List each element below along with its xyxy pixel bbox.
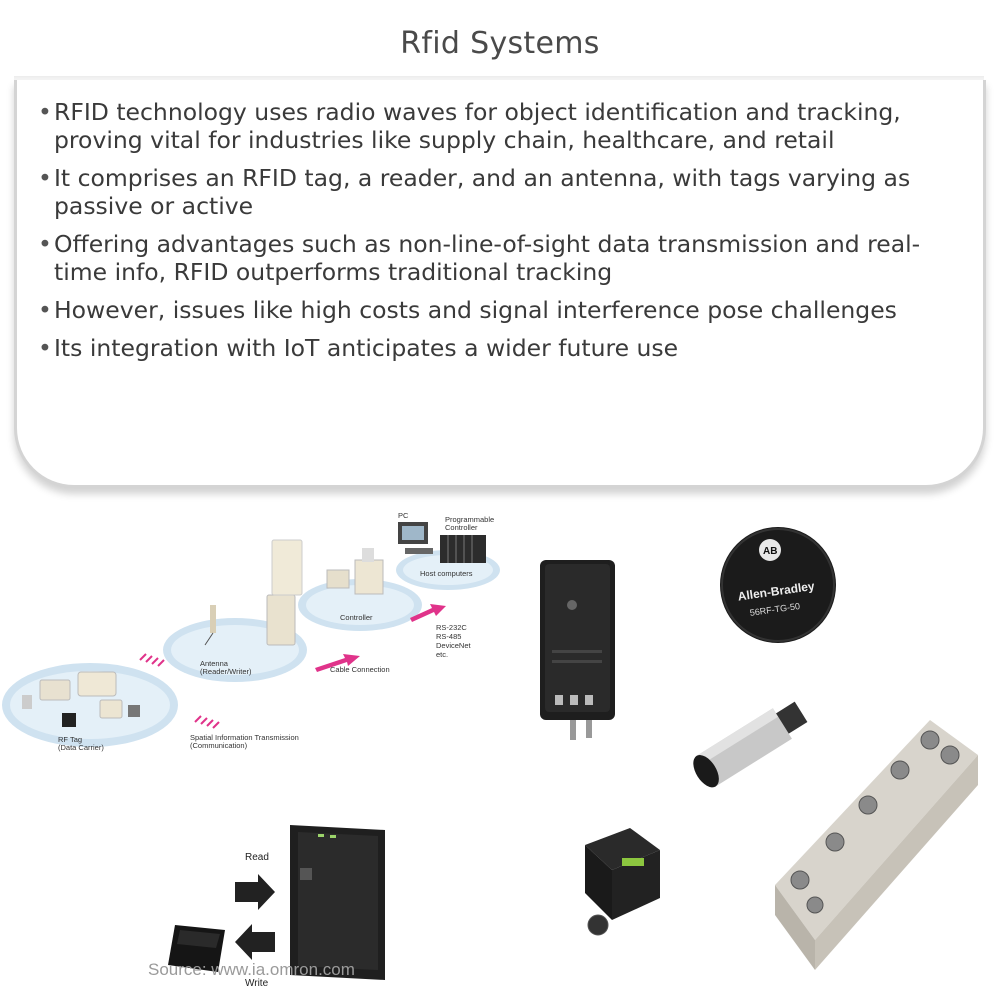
- status-led: [330, 835, 336, 838]
- label-etc: etc.: [436, 650, 448, 659]
- reader-logo-icon: [567, 600, 577, 610]
- ab-logo-text: AB: [763, 546, 777, 557]
- bullet-list: RFID technology uses radio waves for obj…: [38, 98, 958, 372]
- label-antenna: Antenna: [200, 659, 229, 668]
- rfid-products-image: PC Programmable Controller Host computer…: [2, 511, 978, 989]
- plc-rack: [440, 535, 486, 563]
- controller-top: [362, 548, 374, 562]
- rf-tag-small: [22, 695, 32, 709]
- bullet-item: However, issues like high costs and sign…: [38, 296, 958, 324]
- read-arrow-icon: [235, 874, 275, 910]
- reader-antenna-port: [570, 720, 576, 740]
- pc-keyboard: [405, 548, 433, 554]
- module-top: [585, 828, 660, 870]
- sensor-face: [693, 755, 719, 788]
- ab-logo-icon: [759, 539, 781, 561]
- label-tag: (Data Carrier): [58, 743, 104, 752]
- antenna-cable: [204, 632, 214, 646]
- label-cable: Cable Connection: [330, 665, 390, 674]
- reader-connector: [555, 695, 563, 705]
- rfid-round-tag: AB Allen-Bradley 56RF-TG-50: [720, 527, 836, 643]
- label-spatial: (Communication): [190, 741, 248, 750]
- antenna-large: [271, 539, 303, 596]
- label-rs232: RS-232C: [436, 623, 467, 632]
- round-tag-body: [720, 527, 836, 643]
- label-plc: Programmable: [445, 515, 494, 524]
- module-connector: [587, 914, 609, 936]
- write-arrow-icon: [235, 924, 275, 960]
- rf-tag-box: [39, 679, 71, 701]
- label-tag: RF Tag: [58, 735, 82, 744]
- rf-tag-box: [77, 671, 117, 697]
- reader-connector: [570, 695, 578, 705]
- module-terminal: [622, 858, 644, 866]
- signal-waves: [139, 653, 220, 729]
- rfid-system-diagram: PC Programmable Controller Host computer…: [2, 511, 500, 752]
- controller-disc-top: [306, 585, 414, 625]
- label-antenna: (Reader/Writer): [200, 667, 252, 676]
- io-block-side: [775, 885, 815, 970]
- page-title: Rfid Systems: [400, 26, 600, 61]
- label-rs485: RS-485: [436, 632, 461, 641]
- antenna-small: [210, 605, 216, 633]
- label-controller: Controller: [340, 613, 373, 622]
- cable-arrow: [315, 654, 360, 672]
- controller-box: [326, 569, 350, 589]
- pc-screen: [402, 526, 424, 540]
- module-front: [612, 850, 660, 920]
- rfid-cylinder-sensor: [693, 701, 808, 788]
- label-plc: Controller: [445, 523, 478, 532]
- io-ports: [790, 730, 960, 914]
- io-block-front: [815, 755, 978, 970]
- reader-antenna-port: [586, 720, 592, 738]
- module-side: [585, 845, 612, 920]
- status-led: [318, 834, 324, 837]
- rf-tag-chip: [62, 713, 76, 727]
- antenna-panel: [266, 594, 296, 646]
- serial-arrow: [410, 604, 446, 622]
- io-block-top: [775, 720, 978, 940]
- label-host: Host computers: [420, 569, 473, 578]
- bullet-item: It comprises an RFID tag, a reader, and …: [38, 164, 958, 220]
- flat-reader-face: [298, 832, 378, 970]
- reader-face: [545, 564, 610, 712]
- controller-box: [354, 559, 384, 595]
- sensor-connector: [776, 701, 808, 734]
- read-label: Read: [245, 852, 269, 863]
- bullet-item: Offering advantages such as non-line-of-…: [38, 230, 958, 286]
- rfid-reader-flat: [290, 825, 385, 980]
- sensor-barrel: [696, 708, 792, 787]
- rfid-reader-black: [540, 560, 615, 740]
- rf-tag-box: [99, 699, 123, 719]
- label-spatial: Spatial Information Transmission: [190, 733, 299, 742]
- image-source: Source: www.ia.omron.com: [148, 960, 355, 979]
- rfid-small-module: [585, 828, 660, 936]
- label-devicenet: DeviceNet: [436, 641, 472, 650]
- bullet-item: RFID technology uses radio waves for obj…: [38, 98, 958, 154]
- write-label: Write: [245, 978, 269, 989]
- label-pc: PC: [398, 511, 409, 520]
- rfid-io-block: [775, 720, 978, 970]
- rf-tag-chip: [128, 705, 140, 717]
- reader-connector: [585, 695, 593, 705]
- bullet-item: Its integration with IoT anticipates a w…: [38, 334, 958, 362]
